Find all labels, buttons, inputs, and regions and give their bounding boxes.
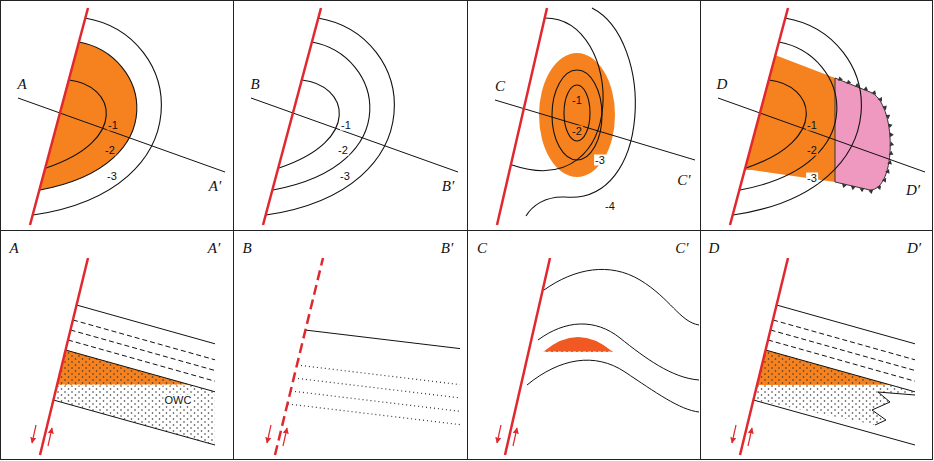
contour-label: -4 bbox=[604, 201, 616, 212]
pinchout-tick bbox=[882, 106, 887, 111]
pinchout-tick bbox=[882, 178, 886, 183]
section-line-label: A′ bbox=[207, 241, 221, 256]
contour-label: -3 bbox=[106, 171, 118, 182]
section-line-label: A bbox=[16, 77, 27, 92]
contour-label: -1 bbox=[340, 120, 352, 131]
section-line-label: A bbox=[8, 241, 19, 256]
pinchout-tick bbox=[851, 186, 856, 190]
contour-label: -3 bbox=[594, 155, 606, 166]
section-line-label: B bbox=[241, 241, 252, 256]
contour-label: -3 bbox=[339, 171, 351, 182]
contour-label: -1 bbox=[107, 120, 119, 131]
section-line-label: D bbox=[716, 77, 729, 92]
section-line-label: D′ bbox=[906, 241, 922, 256]
section-line-label: B′ bbox=[441, 179, 455, 194]
section-line-label: B′ bbox=[440, 241, 454, 256]
map-anticline bbox=[495, 8, 695, 225]
pinchout-tick bbox=[838, 76, 843, 81]
pinchout-tick bbox=[887, 160, 892, 165]
map-fault-closure bbox=[251, 8, 458, 225]
pinchout-tick bbox=[863, 86, 868, 90]
pinchout-tick bbox=[890, 141, 895, 146]
section-line-label: C′ bbox=[676, 173, 691, 188]
section-line-label: B bbox=[249, 77, 260, 92]
section-line-label: C bbox=[476, 241, 488, 256]
contour-label: -1 bbox=[806, 120, 818, 131]
pinchout-tick bbox=[885, 169, 889, 174]
pinchout-tick bbox=[878, 97, 882, 102]
pinchout-tick bbox=[868, 189, 873, 193]
pinchout-tick bbox=[890, 132, 894, 137]
pinchout-tick bbox=[888, 123, 893, 128]
section-line-label: D′ bbox=[905, 183, 921, 198]
section-pinchout-trap bbox=[732, 258, 915, 455]
contour-label: OWC bbox=[164, 395, 193, 406]
section-line-label: C′ bbox=[674, 241, 689, 256]
section-line-label: D bbox=[708, 241, 721, 256]
pinchout-tick bbox=[860, 188, 865, 192]
pinchout-tick bbox=[871, 90, 876, 95]
section-anticline bbox=[497, 258, 699, 455]
contour-label: -2 bbox=[337, 145, 349, 156]
pinchout-tick bbox=[885, 115, 890, 119]
section-leaking-fault bbox=[267, 258, 460, 455]
pinchout-tick bbox=[889, 151, 894, 155]
section-line-label: C bbox=[494, 79, 506, 94]
pinchout-tick bbox=[876, 185, 881, 190]
section-fault-trap bbox=[32, 258, 215, 455]
section-line-label: A′ bbox=[208, 179, 222, 194]
map-fault-closure bbox=[18, 8, 225, 225]
contour-label: -2 bbox=[571, 126, 583, 137]
contour-label: -3 bbox=[806, 173, 818, 184]
pinchout-tick bbox=[846, 80, 851, 84]
contour-label: -1 bbox=[571, 95, 583, 106]
contour-label: -2 bbox=[806, 145, 818, 156]
map-pinchout bbox=[718, 8, 925, 225]
contour-label: -2 bbox=[104, 145, 116, 156]
pinchout-tick bbox=[842, 183, 847, 188]
